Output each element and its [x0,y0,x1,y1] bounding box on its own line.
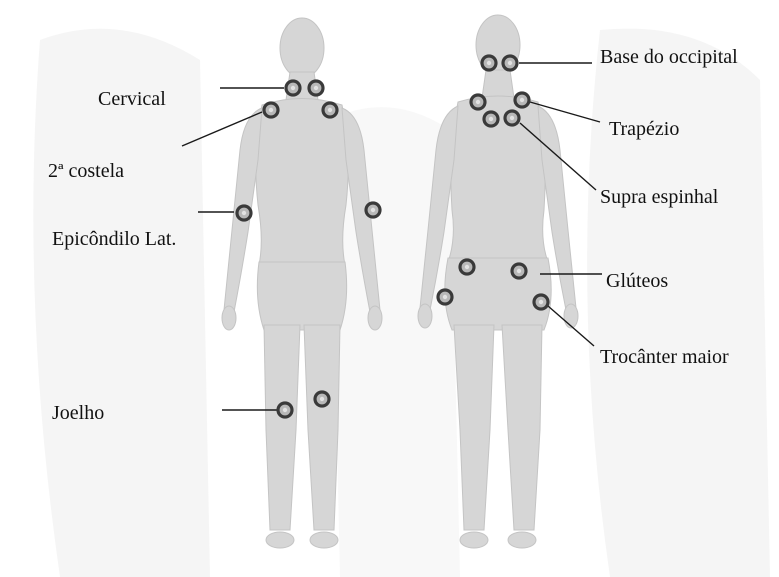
label-occipital: Base do occipital [600,46,738,68]
marker-costela-left-center [269,108,273,112]
label-epicondilo: Epicôndilo Lat. [52,228,176,250]
marker-costela-right-center [328,108,332,112]
label-supra: Supra espinhal [600,186,718,208]
marker-epicondilo-right-center [371,208,375,212]
marker-supra-left-center [489,117,493,121]
backdrop-shapes [33,29,770,577]
marker-joelho-right-center [320,397,324,401]
marker-joelho-left-center [283,408,287,412]
label-cervical: Cervical [98,88,166,110]
label-trocanter: Trocânter maior [600,346,729,368]
marker-trapezio-right-center [520,98,524,102]
marker-cervical-left-center [291,86,295,90]
marker-epicondilo-left-center [242,211,246,215]
marker-gluteo-left-center [465,265,469,269]
marker-gluteo-right-center [517,269,521,273]
label-costela: 2ª costela [48,160,124,182]
marker-occipital-left-center [487,61,491,65]
marker-supra-right-center [510,116,514,120]
label-gluteos: Glúteos [606,270,668,292]
marker-occipital-right-center [508,61,512,65]
marker-cervical-right-center [314,86,318,90]
marker-trocanter-right-center [539,300,543,304]
marker-trocanter-left-center [443,295,447,299]
label-trapezio: Trapézio [609,118,679,140]
label-joelho: Joelho [52,402,104,424]
marker-trapezio-left-center [476,100,480,104]
